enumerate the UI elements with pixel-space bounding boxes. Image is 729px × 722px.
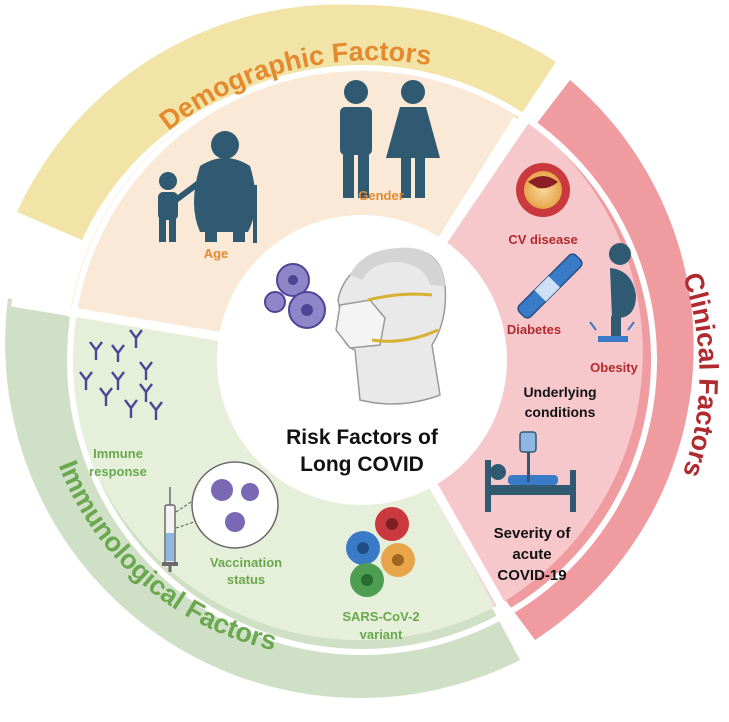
- antibodies-icon: [79, 329, 163, 420]
- cv-disease-label: CV disease: [508, 232, 577, 247]
- ring-separator: [67, 65, 657, 655]
- variant-line1: SARS-CoV-2: [342, 609, 419, 624]
- severity-line1: Severity of: [494, 525, 572, 542]
- syringe-icon: [162, 487, 178, 572]
- child-icon: [158, 172, 178, 242]
- sars-cov-2-variants-icon: [346, 507, 415, 597]
- severity-line3: COVID-19: [497, 567, 566, 584]
- center-title-line1: Risk Factors of: [286, 426, 439, 449]
- elderly-person-icon: [174, 131, 257, 243]
- male-icon: [340, 80, 372, 198]
- immune-response-line2: response: [89, 464, 147, 479]
- obesity-label: Obesity: [590, 360, 638, 375]
- callout-line: [175, 499, 195, 513]
- insulin-pen-icon: [517, 253, 583, 319]
- center-title-line2: Long COVID: [300, 453, 424, 476]
- artery-plaque-icon: [516, 163, 570, 217]
- age-label: Age: [204, 246, 229, 261]
- underlying-conditions-line2: conditions: [525, 404, 596, 420]
- underlying-conditions-line1: Underlying: [523, 384, 596, 400]
- clinical-ring: [498, 80, 694, 640]
- diabetes-label: Diabetes: [507, 322, 561, 337]
- female-icon: [386, 80, 440, 198]
- masked-person-icon: [335, 247, 447, 405]
- immune-response-line1: Immune: [93, 446, 143, 461]
- demographic-ring: [17, 4, 556, 240]
- obese-person-on-scale-icon: [589, 243, 636, 342]
- vaccination-line1: Vaccination: [210, 555, 282, 570]
- immunological-ring: [5, 298, 520, 699]
- virus-particles-icon: [264, 263, 326, 329]
- gender-label: Gender: [358, 188, 404, 203]
- severity-line2: acute: [512, 546, 551, 563]
- variant-line2: variant: [360, 627, 403, 642]
- vaccination-line2: status: [227, 572, 265, 587]
- hospital-bed-icon: [485, 431, 576, 512]
- callout-line: [175, 521, 195, 529]
- vaccine-virus-magnifier-icon: [191, 461, 279, 549]
